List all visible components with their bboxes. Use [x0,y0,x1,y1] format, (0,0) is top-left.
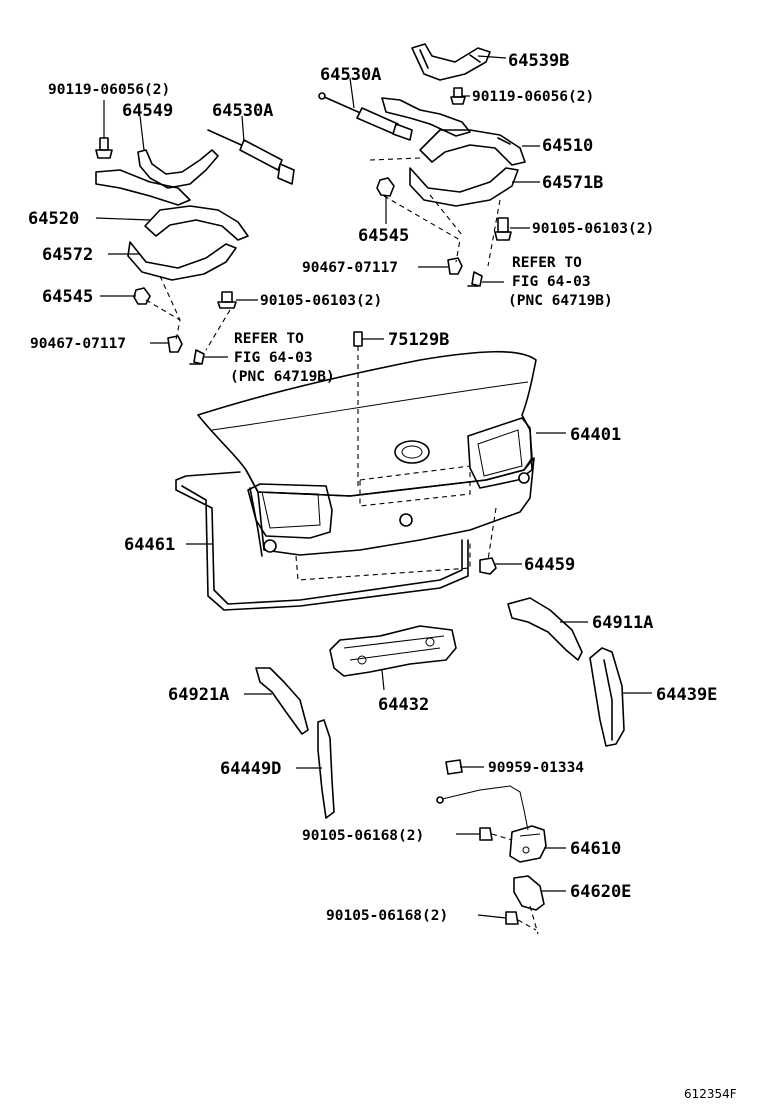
callout-64911a: 64911A [592,613,653,633]
stud-64719b-left [189,349,205,365]
trim-64439e [589,647,625,747]
callout-64449d: 64449D [220,759,281,779]
callout-64549: 64549 [122,101,173,121]
hinge-mount-plate-right [381,97,471,137]
reference-line2: FIG 64-03 [234,350,313,366]
reference-line3: (PNC 64719B) [508,293,613,309]
callout-64921a: 64921A [168,685,229,705]
bolt-90105-right [494,217,512,241]
leader-lines [95,55,652,919]
callout-labels: 64539B 64530A 90119-06056(2) 90119-06056… [28,51,717,924]
stopper-64459 [479,557,497,575]
callout-90105-06103-right: 90105-06103(2) [532,221,654,237]
callout-90119-right: 90119-06056(2) [472,89,594,105]
bolt-90105-06168-upper [479,827,513,841]
callout-64530a-right: 64530A [320,65,381,85]
emblem-icon [394,440,430,464]
reference-note-left: REFER TO FIG 64-03 (PNC 64719B) [230,331,335,385]
cushion-64545-left [133,287,151,305]
callout-64432: 64432 [378,695,429,715]
trim-64911a [507,597,583,661]
callout-64520: 64520 [28,209,79,229]
stud-64719b-right [467,271,483,287]
callout-64461: 64461 [124,535,175,555]
reference-line1: REFER TO [512,255,582,271]
clip-75129b [353,331,363,347]
callout-90119-left: 90119-06056(2) [48,82,170,98]
trim-64449d [317,719,335,819]
callout-64571b: 64571B [542,173,603,193]
lamp-recess-left [247,483,333,539]
callout-90467-left: 90467-07117 [30,336,126,352]
callout-64401: 64401 [570,425,621,445]
callout-90105-06168-lower: 90105-06168(2) [326,908,448,924]
hinge-arm-64572 [127,241,237,281]
callout-90105-06103-left: 90105-06103(2) [260,293,382,309]
reference-line3: (PNC 64719B) [230,369,335,385]
callout-90467-right: 90467-07117 [302,260,398,276]
reference-note-right: REFER TO FIG 64-03 (PNC 64719B) [508,255,613,309]
striker-64620e [513,875,545,911]
reference-line1: REFER TO [234,331,304,347]
left-hinge-assembly [95,129,295,365]
hinge-arm-64510 [419,129,526,166]
hinge-bracket-64539b [411,43,491,81]
callout-64620e: 64620E [570,882,631,902]
callout-64545-right: 64545 [358,226,409,246]
callout-90959: 90959-01334 [488,760,584,776]
callout-75129b: 75129B [388,330,449,350]
clip-90467-right [447,257,463,275]
cushion-64545-right [376,177,395,197]
hinge-arm-64571b [409,167,519,207]
right-hinge-assembly [318,43,526,287]
trunk-lid-outer-panel [197,350,537,497]
bolt-90105-left [217,291,237,309]
callout-64459: 64459 [524,555,575,575]
lock-handle-64432 [329,625,457,677]
callout-64610: 64610 [570,839,621,859]
bolt-90105-06168-lower [505,911,537,931]
trim-64921a [255,667,309,735]
diagram-code: 612354F [684,1087,737,1101]
callout-64530a-left: 64530A [212,101,273,121]
hinge-mount-plate-left [95,169,191,206]
callout-64539b: 64539B [508,51,569,71]
reference-line2: FIG 64-03 [512,274,591,290]
hinge-arm-64520 [144,205,249,241]
clip-90467-left [167,335,183,353]
gas-strut-64530a-left [207,129,295,185]
clip-90959 [445,759,463,775]
gas-strut-64530a-right [318,92,413,141]
weatherstrip-64461 [175,471,469,611]
trunk-lid-inner-panel [245,457,535,556]
callout-90105-06168-upper: 90105-06168(2) [302,828,424,844]
callout-64439e: 64439E [656,685,717,705]
trunk-lid-64401 [197,350,537,581]
trunk-lock-64610 [436,785,547,863]
bolt-90119-right [450,87,466,105]
callout-64572: 64572 [42,245,93,265]
callout-64510: 64510 [542,136,593,156]
bolt-90119-left [95,137,113,159]
callout-64545-left: 64545 [42,287,93,307]
bracket-64549 [137,149,219,189]
